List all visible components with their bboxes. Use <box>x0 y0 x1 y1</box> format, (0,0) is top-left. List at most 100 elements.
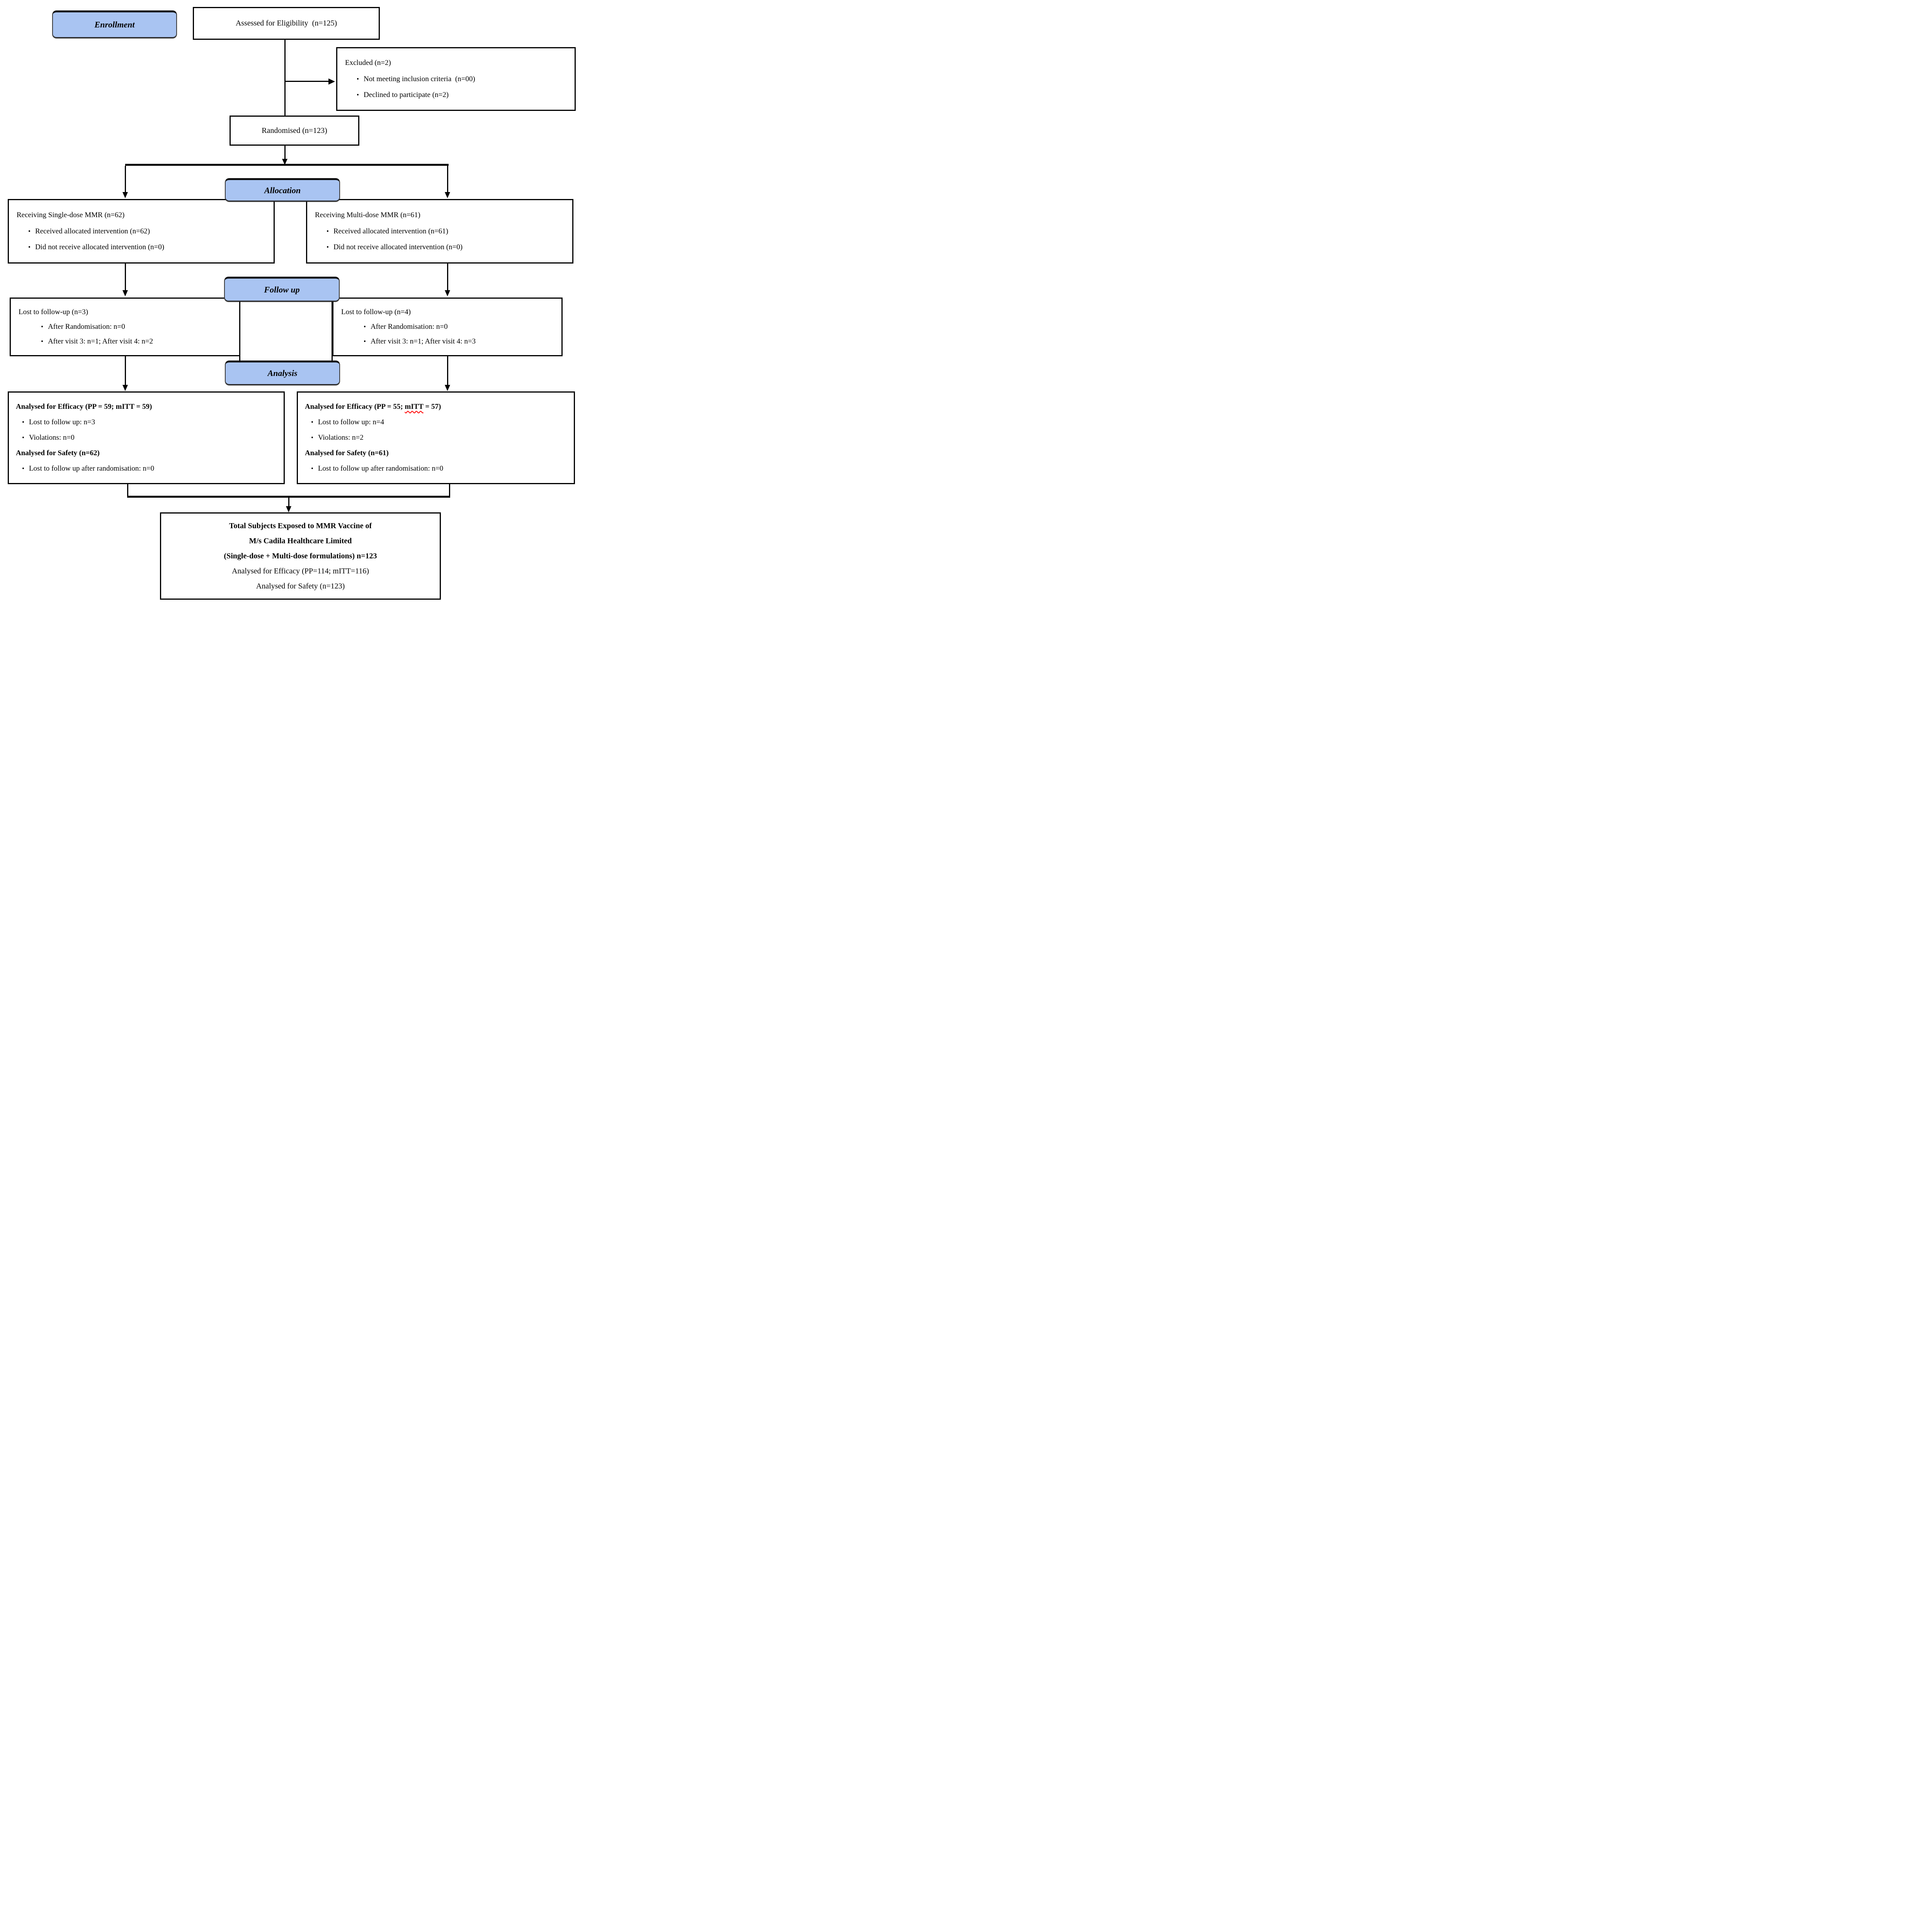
bullet-item: • Received allocated intervention (n=62) <box>17 227 270 236</box>
allocation-label: Allocation <box>225 178 340 202</box>
bullet-text: Received allocated intervention (n=62) <box>35 227 150 235</box>
followup-label: Follow up <box>224 277 340 302</box>
analysis-left-safety-heading: Analysed for Safety (n=62) <box>16 449 100 457</box>
bullet-text: After Randomisation: n=0 <box>48 323 125 331</box>
bullet-text: Received allocated intervention (n=61) <box>333 227 449 235</box>
connector-branch-right <box>447 166 448 192</box>
bullet-item: • Lost to follow up: n=3 <box>16 418 281 427</box>
followup-right-box: Lost to follow-up (n=4) • After Randomis… <box>332 298 563 356</box>
bullet-icon: • <box>28 243 31 251</box>
bullet-icon: • <box>22 465 24 472</box>
allocation-right-box: Receiving Multi-dose MMR (n=61) • Receiv… <box>306 199 573 264</box>
bullet-item: • After visit 3: n=1; After visit 4: n=3 <box>341 337 558 346</box>
allocation-label-text: Allocation <box>264 185 301 195</box>
excluded-title: Excluded (n=2) <box>345 59 391 67</box>
total-line: Total Subjects Exposed to MMR Vaccine of <box>229 521 372 530</box>
total-line: M/s Cadila Healthcare Limited <box>249 536 352 545</box>
connector-followup-analysis-right <box>447 356 448 386</box>
bullet-text: Lost to follow up after randomisation: n… <box>29 464 155 473</box>
bullet-icon: • <box>364 338 366 345</box>
bullet-text: Did not receive allocated intervention (… <box>35 243 165 252</box>
total-line: Analysed for Safety (n=123) <box>256 582 345 590</box>
bullet-item: • After Randomisation: n=0 <box>19 323 236 331</box>
bullet-text: Did not receive allocated intervention (… <box>333 243 463 252</box>
analysis-label-text: Analysis <box>267 368 298 378</box>
heading-suffix: = 57) <box>423 403 441 411</box>
enrollment-label: Enrollment <box>52 10 177 38</box>
allocation-left-box: Receiving Single-dose MMR (n=62) • Recei… <box>8 199 275 264</box>
consort-flow-diagram: Enrollment Allocation Follow up Analysis… <box>0 0 584 607</box>
bullet-item: • Lost to follow up: n=4 <box>305 418 571 427</box>
bullet-icon: • <box>311 418 313 426</box>
bullet-icon: • <box>41 323 43 330</box>
allocation-right-title: Receiving Multi-dose MMR (n=61) <box>315 211 420 219</box>
connector-merge-horizontal <box>127 496 450 498</box>
heading-prefix: Analysed for Efficacy (PP = 55; <box>305 403 405 411</box>
bullet-item: • Did not receive allocated intervention… <box>17 243 270 252</box>
analysis-left-efficacy-heading: Analysed for Efficacy (PP = 59; mITT = 5… <box>16 403 152 411</box>
arrow-right-icon <box>328 78 335 85</box>
assessed-text: Assessed for Eligibility (n=125) <box>235 19 337 27</box>
total-line: (Single-dose + Multi-dose formulations) … <box>224 551 377 560</box>
bullet-icon: • <box>357 91 359 99</box>
bullet-icon: • <box>28 227 31 235</box>
followup-left-box: Lost to follow-up (n=3) • After Randomis… <box>10 298 240 356</box>
bullet-icon: • <box>327 227 329 235</box>
bullet-text: After Randomisation: n=0 <box>370 323 448 331</box>
connector-analysis-merge-left <box>127 484 128 497</box>
connector-allocation-followup-left <box>125 264 126 291</box>
arrow-down-icon <box>122 192 128 198</box>
followup-right-title: Lost to follow-up (n=4) <box>341 308 411 316</box>
bullet-icon: • <box>311 434 313 441</box>
bullet-text: Violations: n=0 <box>29 434 75 442</box>
arrow-down-icon <box>445 385 450 391</box>
bullet-icon: • <box>22 434 24 441</box>
spellcheck-underline: mITT <box>405 403 423 411</box>
connector-followup-analysis-left <box>125 356 126 386</box>
bullet-icon: • <box>364 323 366 330</box>
connector-channel-right <box>332 301 333 362</box>
analysis-right-box: Analysed for Efficacy (PP = 55; mITT = 5… <box>297 391 575 484</box>
bullet-icon: • <box>327 243 329 251</box>
bullet-item: • After Randomisation: n=0 <box>341 323 558 331</box>
randomised-text: Randomised (n=123) <box>262 126 327 135</box>
bullet-item: • Lost to follow up after randomisation:… <box>16 464 281 473</box>
bullet-text: Not meeting inclusion criteria (n=00) <box>363 75 475 83</box>
total-box: Total Subjects Exposed to MMR Vaccine of… <box>160 512 441 600</box>
analysis-label: Analysis <box>225 361 340 385</box>
bullet-icon: • <box>311 465 313 472</box>
arrow-down-icon <box>122 385 128 391</box>
bullet-item: • Lost to follow up after randomisation:… <box>305 464 571 473</box>
bullet-item: • Not meeting inclusion criteria (n=00) <box>345 75 571 83</box>
bullet-item: • Violations: n=2 <box>305 434 571 442</box>
total-line: Analysed for Efficacy (PP=114; mITT=116) <box>231 566 369 575</box>
bullet-item: • Declined to participate (n=2) <box>345 91 571 99</box>
bullet-item: • Violations: n=0 <box>16 434 281 442</box>
bullet-icon: • <box>22 418 24 426</box>
assessed-box: Assessed for Eligibility (n=125) <box>193 7 380 40</box>
followup-label-text: Follow up <box>264 284 300 294</box>
bullet-item: • Received allocated intervention (n=61) <box>315 227 569 236</box>
connector-assessed-randomised <box>284 40 286 116</box>
connector-analysis-merge-right <box>449 484 450 497</box>
connector-allocation-followup-right <box>447 264 448 291</box>
bullet-text: Lost to follow up: n=3 <box>29 418 95 426</box>
bullet-item: • Did not receive allocated intervention… <box>315 243 569 252</box>
connector-branch-left <box>125 166 126 192</box>
bullet-text: Lost to follow up: n=4 <box>318 418 384 426</box>
followup-left-title: Lost to follow-up (n=3) <box>19 308 88 316</box>
connector-randomised-down <box>284 146 286 160</box>
bullet-text: Declined to participate (n=2) <box>363 90 449 99</box>
bullet-item: • After visit 3: n=1; After visit 4: n=2 <box>19 337 236 346</box>
arrow-down-icon <box>286 506 291 512</box>
connector-excluded-branch <box>285 81 329 82</box>
analysis-right-efficacy-heading: Analysed for Efficacy (PP = 55; mITT = 5… <box>305 403 571 411</box>
bullet-text: After visit 3: n=1; After visit 4: n=2 <box>48 337 153 345</box>
connector-merge-down <box>288 498 289 507</box>
arrow-down-icon <box>445 290 450 296</box>
excluded-box: Excluded (n=2) • Not meeting inclusion c… <box>336 47 576 111</box>
allocation-left-title: Receiving Single-dose MMR (n=62) <box>17 211 125 219</box>
bullet-icon: • <box>41 338 43 345</box>
arrow-down-icon <box>282 159 287 165</box>
bullet-text: After visit 3: n=1; After visit 4: n=3 <box>370 337 476 345</box>
